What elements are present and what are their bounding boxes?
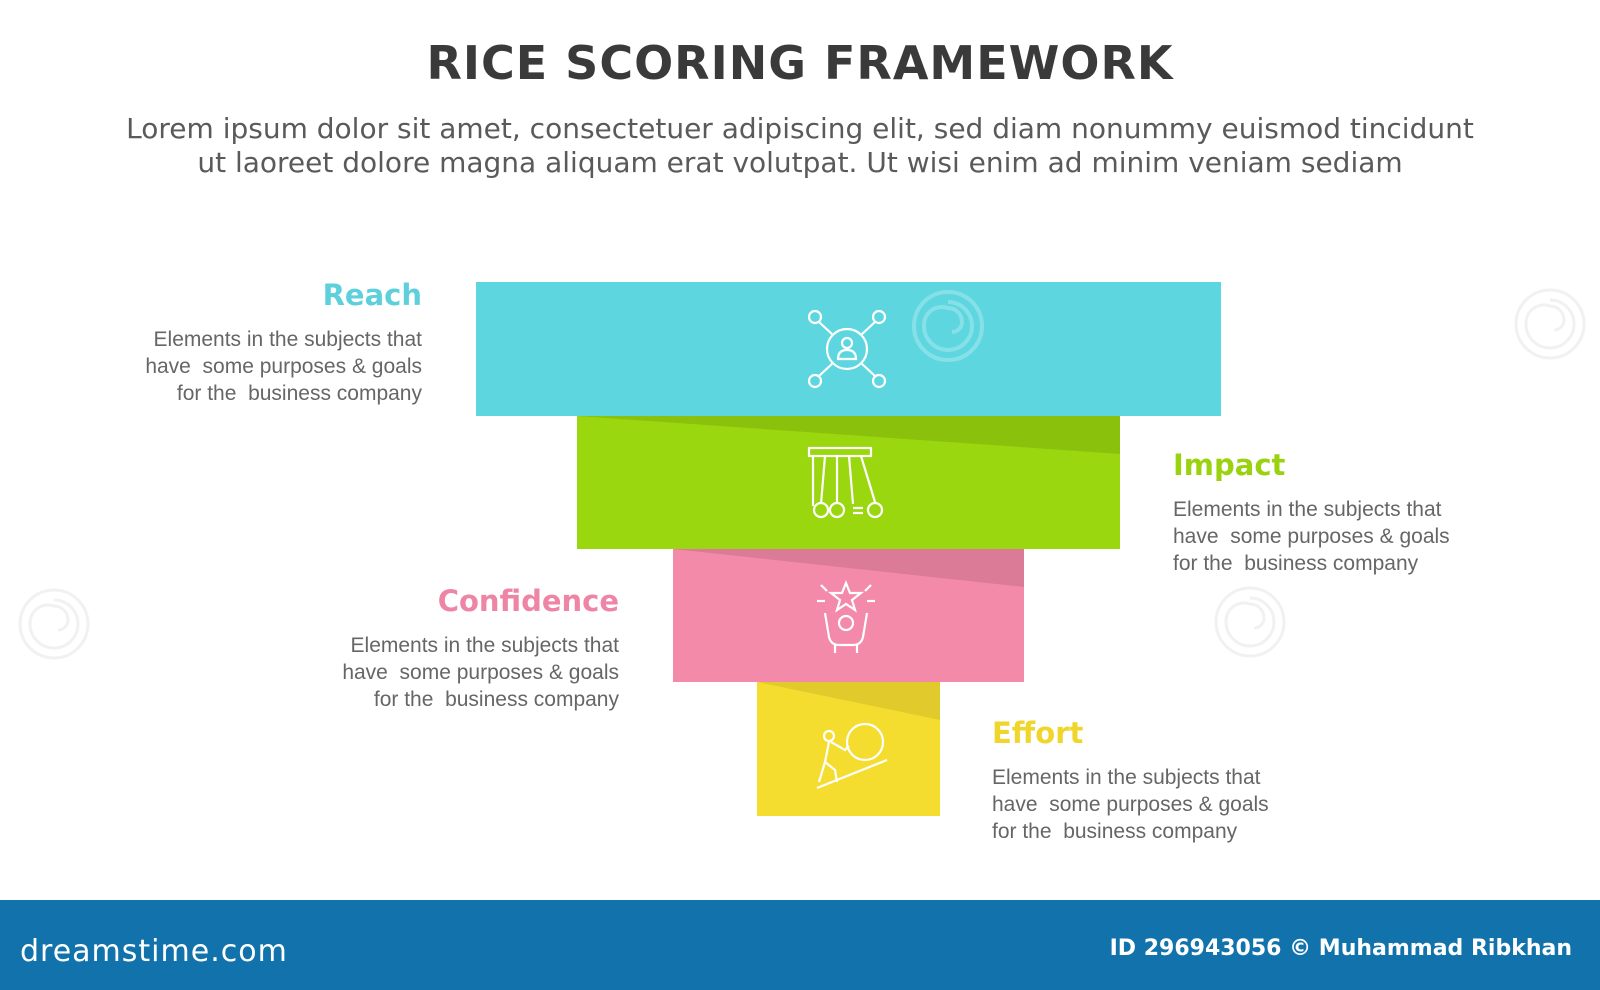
confidence-bar	[673, 549, 1024, 682]
subtitle-line-2: ut laoreet dolore magna aliquam erat vol…	[197, 146, 1403, 179]
footer-brand: dreamstime.com	[20, 934, 288, 969]
reach-title: Reach	[322, 278, 422, 312]
footer-credit: ID 296943056 © Muhammad Ribkhan	[1109, 936, 1572, 961]
impact-description: Elements in the subjects that have some …	[1173, 496, 1503, 577]
confidence-desc-line-2: have some purposes & goals	[342, 661, 619, 684]
reach-bar	[476, 282, 1221, 416]
reach-description: Elements in the subjects that have some …	[100, 326, 422, 407]
page-subtitle: Lorem ipsum dolor sit amet, consectetuer…	[90, 112, 1510, 180]
impact-title: Impact	[1173, 448, 1286, 482]
subtitle-line-1: Lorem ipsum dolor sit amet, consectetuer…	[126, 112, 1474, 145]
footer-bar: dreamstime.com ID 296943056 © Muhammad R…	[0, 900, 1600, 990]
confidence-desc-line-1: Elements in the subjects that	[350, 634, 619, 657]
network-person-icon	[807, 309, 887, 389]
reach-desc-line-1: Elements in the subjects that	[153, 328, 422, 351]
confidence-description: Elements in the subjects that have some …	[290, 632, 619, 713]
effort-desc-line-3: for the business company	[992, 820, 1238, 843]
confidence-title: Confidence	[437, 584, 619, 618]
impact-desc-line-1: Elements in the subjects that	[1173, 498, 1442, 521]
watermark-spiral-icon	[1214, 586, 1286, 658]
page-title: RICE SCORING FRAMEWORK	[426, 36, 1174, 90]
impact-desc-line-2: have some purposes & goals	[1173, 525, 1450, 548]
effort-desc-line-2: have some purposes & goals	[992, 793, 1269, 816]
effort-bar	[757, 682, 940, 816]
person-star-hands-icon	[817, 580, 875, 653]
impact-desc-line-3: for the business company	[1173, 552, 1419, 575]
impact-bar	[577, 416, 1120, 549]
push-boulder-icon	[816, 722, 888, 790]
watermark-spiral-icon	[1514, 288, 1586, 360]
effort-title: Effort	[992, 716, 1084, 750]
watermark-spiral-icon	[18, 588, 90, 660]
reach-desc-line-3: for the business company	[176, 382, 422, 405]
effort-desc-line-1: Elements in the subjects that	[992, 766, 1261, 789]
effort-description: Elements in the subjects that have some …	[992, 764, 1322, 845]
reach-desc-line-2: have some purposes & goals	[145, 355, 422, 378]
newtons-cradle-icon	[807, 446, 884, 519]
watermark-spiral-icon	[912, 290, 984, 362]
confidence-desc-line-3: for the business company	[373, 688, 619, 711]
